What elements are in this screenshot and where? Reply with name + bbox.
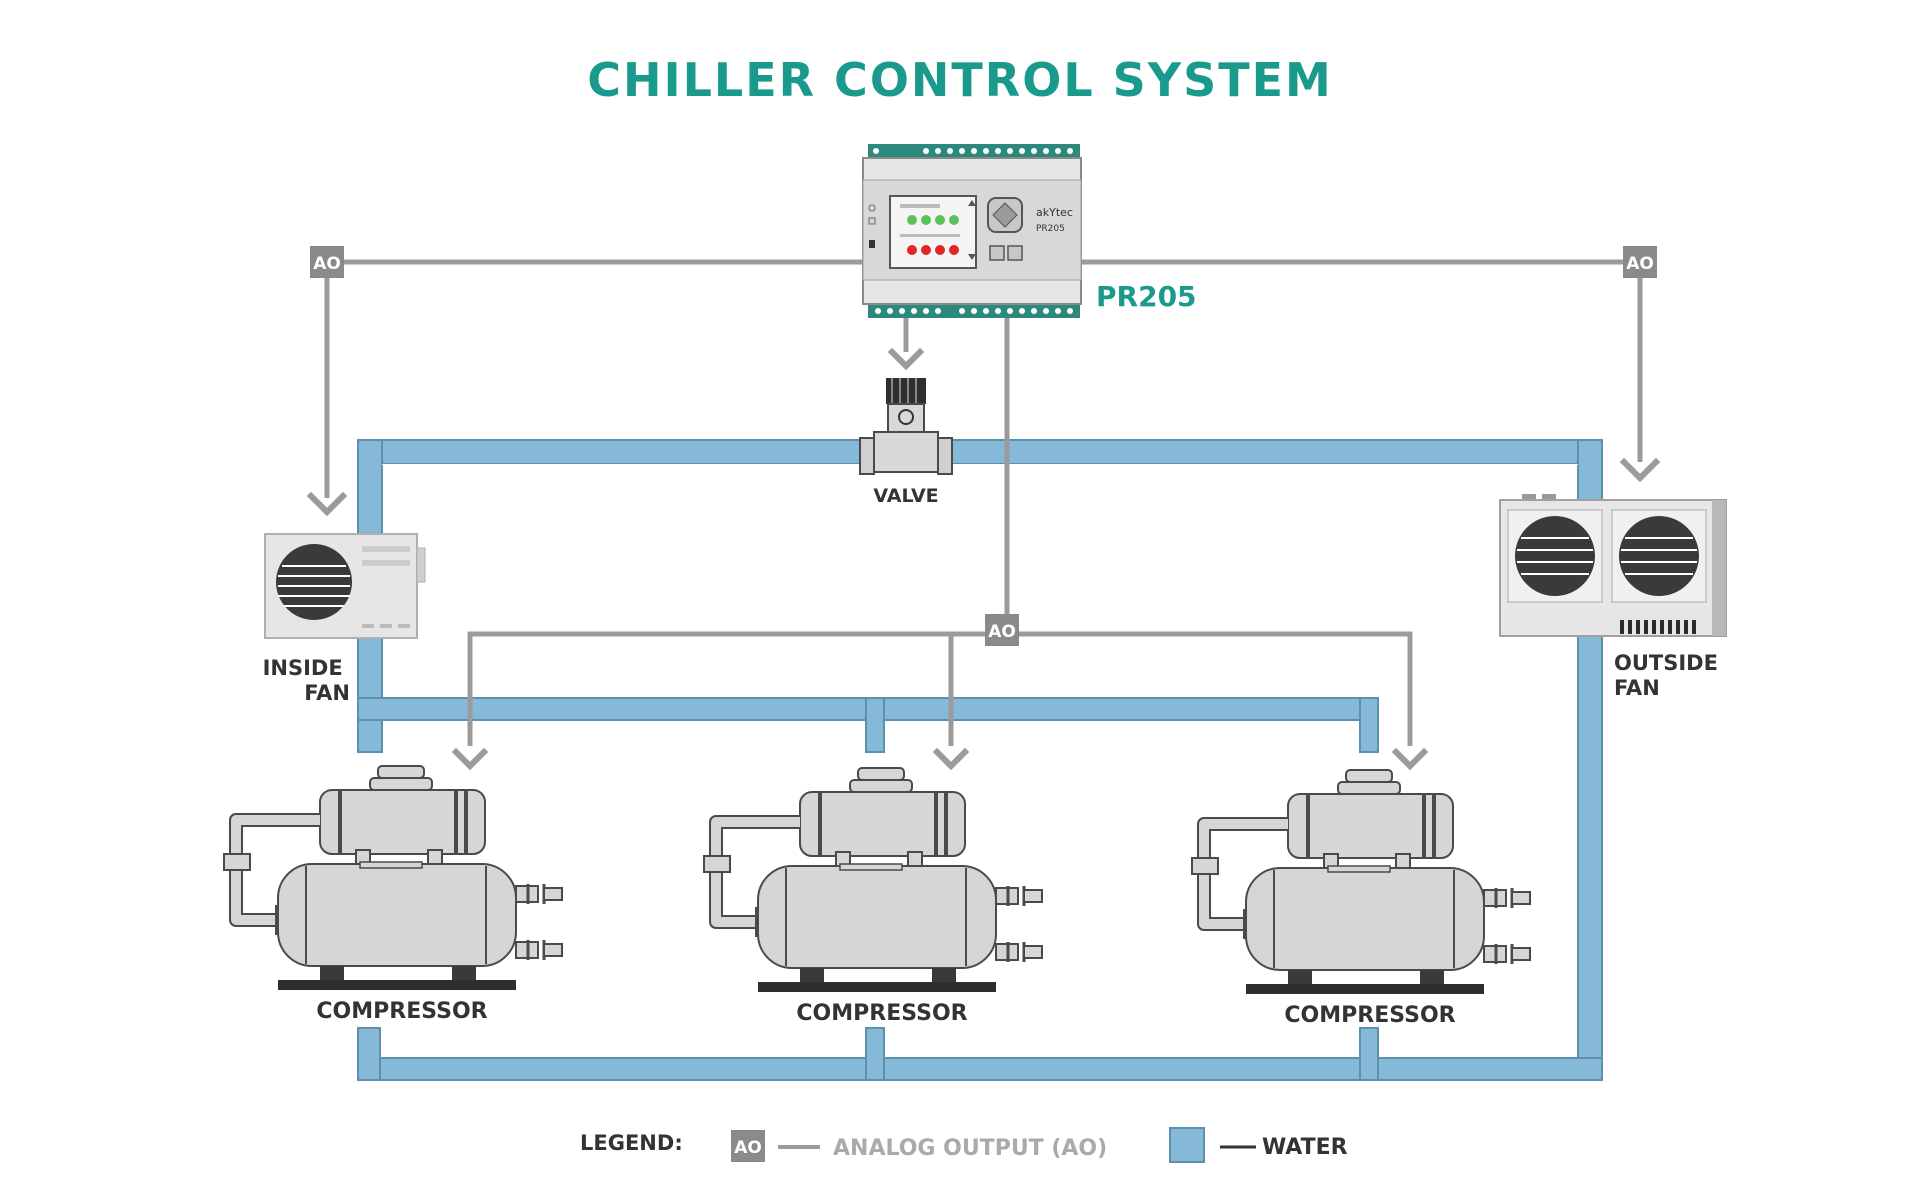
svg-text:PR205: PR205 [1036, 224, 1065, 234]
svg-text:AO: AO [313, 254, 341, 274]
legend-ao-text: ANALOG OUTPUT (AO) [833, 1136, 1107, 1161]
compressor: COMPRESSOR [703, 767, 1043, 1026]
compressor-label: COMPRESSOR [1284, 1003, 1455, 1028]
compressor: COMPRESSOR [223, 765, 563, 1024]
legend-ao-badge [731, 1130, 765, 1162]
valve-label: VALVE [873, 485, 938, 507]
status-leds-green [907, 215, 959, 225]
legend-water-text: WATER [1262, 1135, 1348, 1160]
status-leds-red [907, 245, 959, 255]
legend-water-swatch [1169, 1127, 1205, 1163]
legend-label: LEGEND: [580, 1131, 683, 1155]
svg-text:akYtec: akYtec [1036, 206, 1073, 219]
valve: VALVE [859, 378, 953, 507]
water-pipes [357, 439, 1603, 1081]
svg-text:AO: AO [1626, 254, 1654, 274]
fan-icon [1515, 516, 1595, 596]
inside-fan: INSIDE FAN [263, 533, 426, 705]
controller-label: PR205 [1096, 280, 1197, 313]
svg-text:AO: AO [734, 1138, 762, 1158]
outside-fan-label: OUTSIDE FAN [1614, 651, 1725, 700]
fan-icon [1619, 516, 1699, 596]
keypad-diamond-icon [992, 202, 1018, 228]
compressor: COMPRESSOR [1191, 769, 1531, 1028]
legend: LEGEND: AO ANALOG OUTPUT (AO) WATER [580, 1127, 1348, 1163]
analog-output-lines [324, 259, 1643, 746]
arrowheads [306, 347, 1661, 771]
ao-badge-center: AO [985, 614, 1019, 646]
outside-fan: OUTSIDE FAN [1499, 494, 1727, 700]
fan-icon [276, 544, 352, 620]
compressor-label: COMPRESSOR [316, 999, 487, 1024]
compressor-label: COMPRESSOR [796, 1001, 967, 1026]
compressors: COMPRESSOR COMPRESSOR COMPRESSOR [223, 765, 1531, 1028]
inside-fan-label: INSIDE FAN [263, 656, 350, 705]
svg-text:AO: AO [988, 622, 1016, 642]
controller-pr205: akYtec PR205 PR205 [862, 144, 1197, 318]
diagram-title: CHILLER CONTROL SYSTEM [587, 53, 1333, 107]
ao-badge-left: AO [310, 246, 344, 278]
ao-badge-right: AO [1623, 246, 1657, 278]
